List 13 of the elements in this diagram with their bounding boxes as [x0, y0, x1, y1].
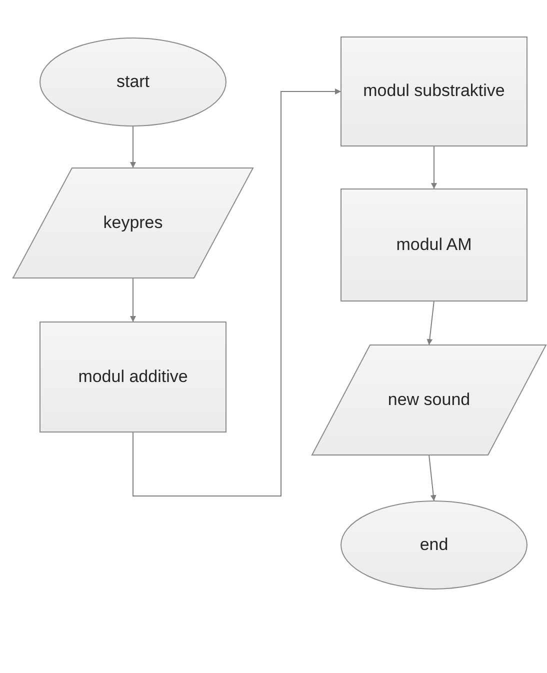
node-label: end: [420, 534, 448, 556]
node-label: new sound: [388, 390, 470, 410]
arrow: [130, 278, 136, 322]
arrow: [426, 300, 434, 346]
node-label: keypres: [103, 212, 163, 234]
arrow: [130, 126, 136, 168]
arrow: [428, 454, 436, 502]
node-label: start: [116, 72, 150, 92]
arrow: [431, 146, 437, 190]
arrow: [132, 88, 342, 496]
node-label: modul AM: [396, 234, 472, 256]
node-label: modul substraktive: [363, 81, 505, 102]
node-label: modul additive: [78, 366, 188, 388]
